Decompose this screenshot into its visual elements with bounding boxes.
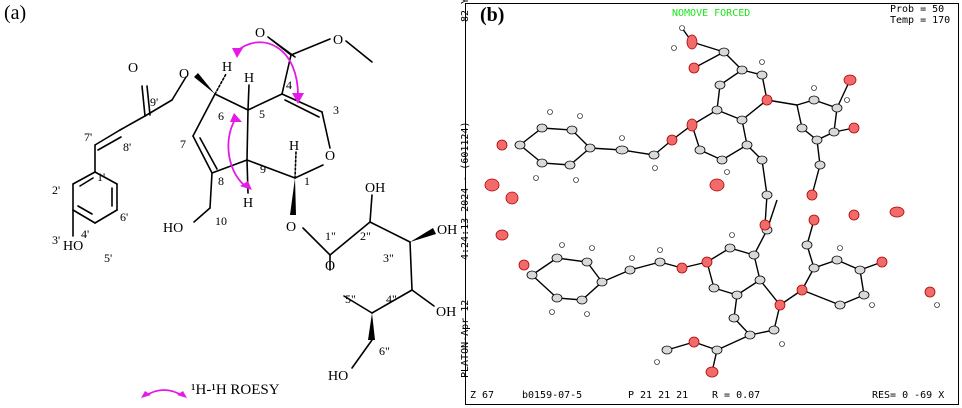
methoxy-o-label: O (333, 33, 343, 48)
ortep-molecule-drawing (484, 25, 940, 378)
h1-label: H (289, 139, 299, 154)
ho-6pp-label: HO (328, 369, 348, 384)
platon-frame (465, 3, 959, 405)
h5-label: H (244, 71, 254, 86)
num-8: 8 (218, 174, 224, 188)
num-5p: 5' (104, 251, 112, 265)
panel-a-label: (a) (4, 2, 27, 24)
footer-res: RES= 0 -69 X (872, 390, 945, 401)
structure-panel: (a) (0, 0, 462, 408)
temp-text: Temp = 170 (890, 15, 951, 26)
roesy-legend-text: ¹H-¹H ROESY (191, 382, 280, 398)
structure-diagram: HO HO OH OH OH HO O O O O O O O H H H H … (52, 26, 457, 384)
num-3p: 3' (52, 233, 60, 247)
phenol-oh-label: HO (63, 239, 83, 254)
num-7: 7 (180, 137, 186, 151)
carbonyl-me-o-label: O (255, 26, 265, 41)
footer-spacegroup: P 21 21 21 (628, 390, 689, 401)
num-3pp: 3" (383, 251, 394, 265)
glyco-o-label: O (286, 220, 296, 235)
h9-label: H (243, 196, 253, 211)
h6-label: H (222, 60, 232, 75)
num-4: 4 (286, 78, 292, 92)
num-1pp: 1" (325, 229, 336, 243)
ho-10-label: HO (163, 221, 183, 236)
roesy-legend: ¹H-¹H ROESY (139, 381, 339, 403)
num-8p: 8' (123, 140, 131, 154)
num-1: 1 (304, 174, 310, 188)
num-5pp: 5" (345, 292, 356, 306)
num-5: 5 (259, 107, 265, 121)
ester-o-label: O (179, 67, 189, 82)
footer-id: b0159-07-5 (522, 390, 583, 401)
num-2p: 2' (52, 183, 60, 197)
footer-r: R = 0.07 (712, 390, 761, 401)
header-mode: NOMOVE FORCED (672, 8, 751, 19)
oh-4pp-label: OH (436, 305, 456, 320)
panel-b-label: (b) (480, 4, 505, 26)
pyran-o-label: O (325, 259, 335, 274)
oh-2pp-label: OH (365, 181, 385, 196)
num-3: 3 (333, 103, 339, 117)
num-9: 9 (260, 162, 266, 176)
num-4pp: 4" (386, 292, 397, 306)
prob-text: Prob = 50 (890, 4, 945, 15)
num-4p: 4' (81, 227, 89, 241)
num-9p: 9' (150, 95, 158, 109)
oh-3pp-label: OH (437, 223, 457, 238)
carbonyl9-o-label: O (128, 61, 138, 76)
crystal-structure-panel: (b) NOMOVE FORCED Prob = 50 Temp = 170 8… (460, 0, 962, 408)
num-6p: 6' (120, 210, 128, 224)
num-2pp: 2" (360, 229, 371, 243)
roesy-arrow-icon (141, 389, 187, 398)
num-10: 10 (215, 214, 227, 228)
num-6: 6 (218, 109, 224, 123)
footer-z: Z 67 (470, 390, 495, 401)
num-1p: 1' (97, 170, 105, 184)
num-6pp: 6" (379, 344, 390, 358)
num-7p: 7' (84, 130, 92, 144)
ring-o-label: O (325, 149, 335, 164)
